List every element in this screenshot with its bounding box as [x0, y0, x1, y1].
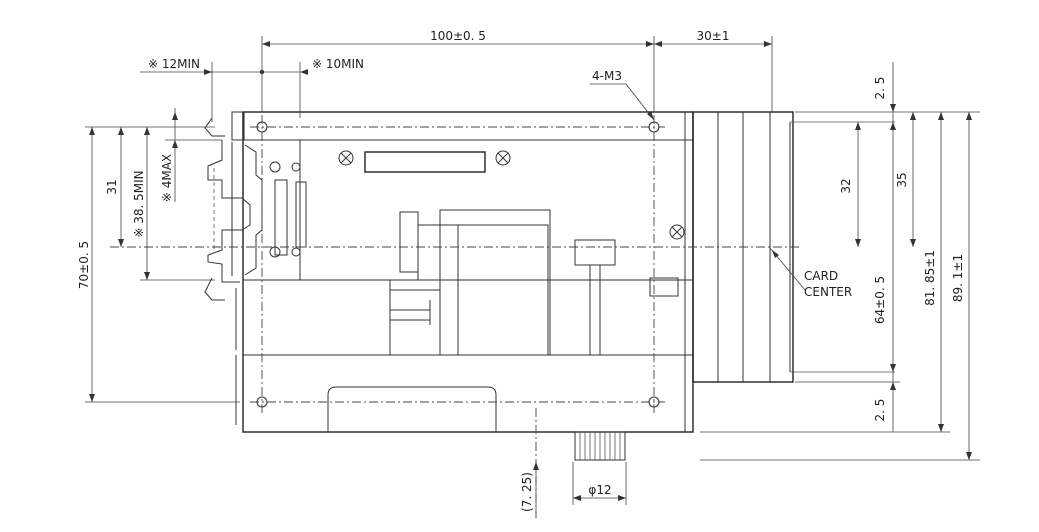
dim-phi12: φ12 — [588, 483, 611, 497]
dim-35: 35 — [895, 172, 909, 187]
dim-2-5-bottom: 2. 5 — [873, 399, 887, 422]
dim-38-5min: ※ 38. 5MIN — [132, 170, 146, 237]
dim-31: 31 — [105, 179, 119, 194]
dim-2-5-top: 2. 5 — [873, 77, 887, 100]
center-lines — [110, 115, 800, 518]
dimension-lines — [85, 36, 980, 518]
dim-7-25: (7. 25) — [520, 472, 534, 512]
dimension-labels: 100±0. 5 30±1 ※ 12MIN ※ 10MIN 4-M3 2. 5 … — [77, 29, 965, 512]
dim-10min: ※ 10MIN — [312, 57, 364, 71]
arrowheads — [89, 41, 972, 501]
housing-outline — [231, 111, 694, 433]
dim-12min: ※ 12MIN — [148, 57, 200, 71]
dim-32: 32 — [839, 178, 853, 193]
card-center-label-2: CENTER — [804, 285, 852, 299]
dim-4m3: 4-M3 — [592, 69, 622, 83]
dim-64: 64±0. 5 — [873, 276, 887, 324]
dim-70: 70±0. 5 — [77, 241, 91, 289]
dim-4max: ※ 4MAX — [160, 154, 174, 202]
dim-100: 100±0. 5 — [430, 29, 486, 43]
bottom-knob — [574, 431, 626, 461]
screws — [338, 150, 685, 240]
dim-30: 30±1 — [697, 29, 730, 43]
dim-89-1: 89. 1±1 — [951, 254, 965, 302]
inner-components — [274, 151, 679, 356]
dim-81-85: 81. 85±1 — [923, 250, 937, 306]
card-center-label-1: CARD — [804, 269, 838, 283]
left-latch — [204, 117, 263, 301]
